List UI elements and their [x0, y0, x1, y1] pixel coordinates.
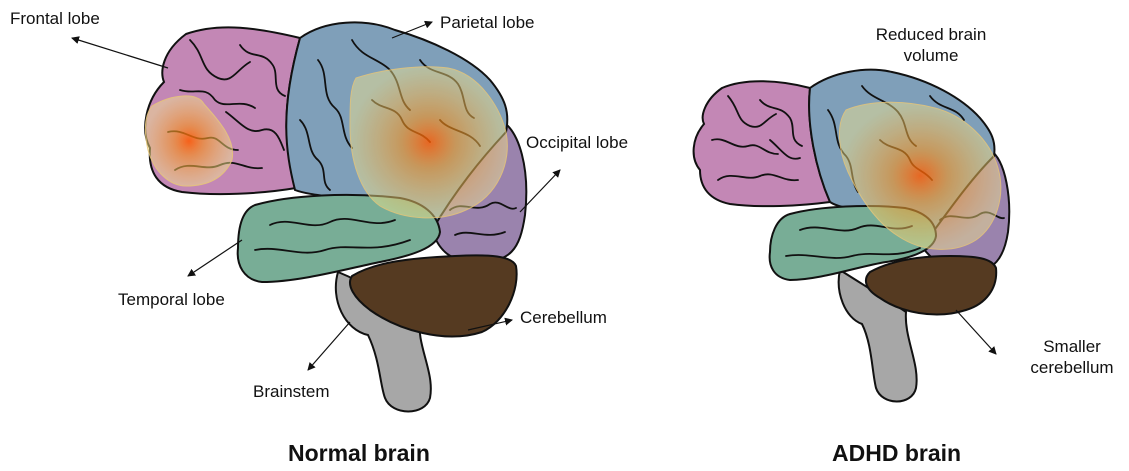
label-brainstem: Brainstem — [253, 381, 330, 402]
arrow-smaller-cerebellum — [956, 310, 996, 354]
label-reduced-brain-volume-line2: volume — [866, 45, 996, 66]
label-occipital-lobe: Occipital lobe — [526, 132, 628, 153]
label-frontal-lobe: Frontal lobe — [10, 8, 100, 29]
label-smaller-cerebellum-line1: Smaller — [1020, 336, 1124, 357]
arrow-brainstem — [308, 322, 350, 370]
arrow-temporal — [188, 240, 242, 276]
label-smaller-cerebellum: Smaller cerebellum — [1020, 336, 1124, 378]
label-smaller-cerebellum-line2: cerebellum — [1020, 357, 1124, 378]
adhd-brain-illustration — [694, 70, 1010, 402]
caption-normal-brain: Normal brain — [288, 440, 430, 467]
label-temporal-lobe: Temporal lobe — [118, 289, 225, 310]
label-reduced-brain-volume-line1: Reduced brain — [866, 24, 996, 45]
label-reduced-brain-volume: Reduced brain volume — [866, 24, 996, 66]
normal-brain-illustration — [145, 22, 526, 411]
label-cerebellum: Cerebellum — [520, 307, 607, 328]
caption-adhd-brain: ADHD brain — [832, 440, 961, 467]
normal-highlight-parietal — [350, 67, 507, 218]
arrow-frontal — [72, 38, 168, 68]
label-parietal-lobe: Parietal lobe — [440, 12, 535, 33]
